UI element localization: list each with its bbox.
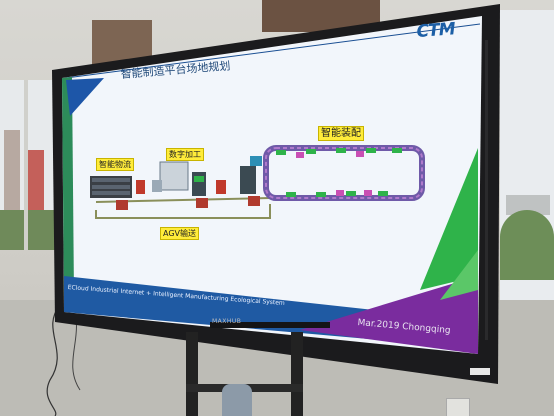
window-right xyxy=(500,10,554,300)
bag xyxy=(222,384,252,416)
slide-screen xyxy=(62,16,482,354)
label-digital-processing: 数字加工 xyxy=(166,148,204,161)
label-agv: AGV输送 xyxy=(160,227,200,240)
monitor-brand: MAXHUB xyxy=(212,318,242,325)
ctm-logo: CTM xyxy=(416,19,456,42)
bezel-sticker xyxy=(470,368,490,375)
power-outlet xyxy=(446,398,470,416)
cnc-machine xyxy=(159,161,189,191)
label-smart-assembly: 智能装配 xyxy=(318,126,364,141)
label-smart-logistics: 智能物流 xyxy=(96,158,134,171)
